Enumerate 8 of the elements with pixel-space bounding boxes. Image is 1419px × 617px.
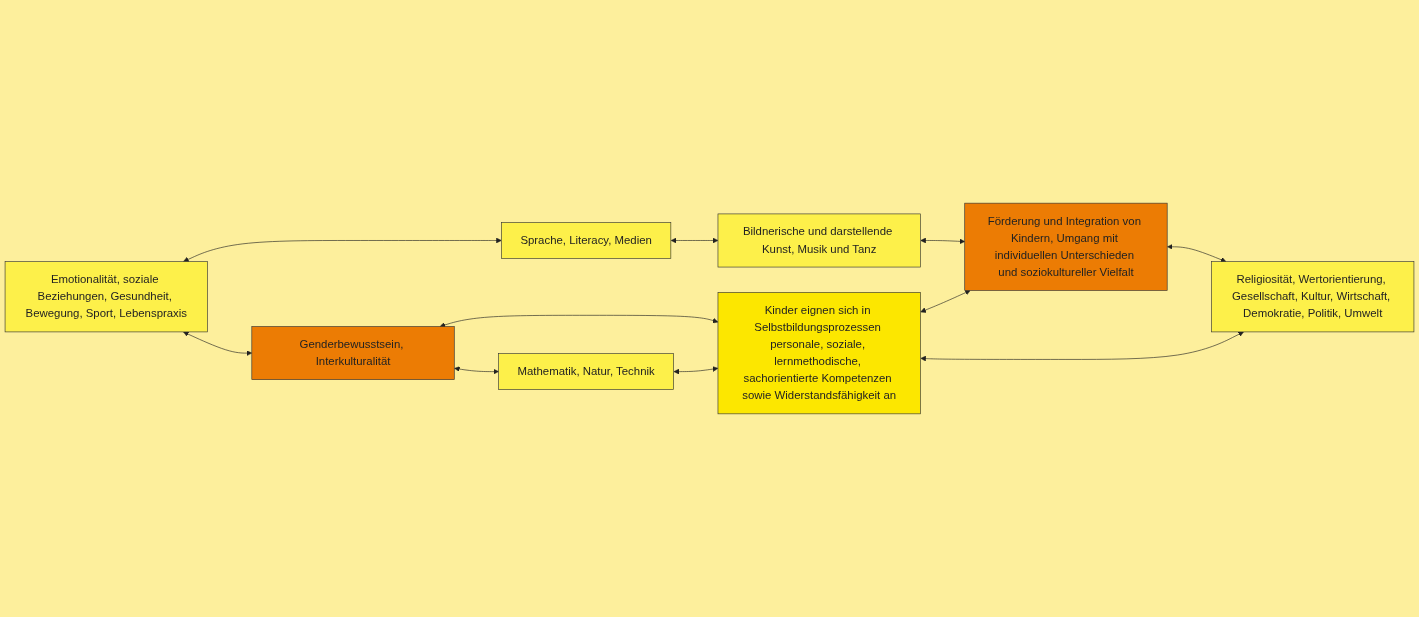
node-box: Religiosität, Wertorientierung, Gesellschaft, Kultur, Wirtschaft, Demokratie, Politik, Umwelt <box>1211 261 1415 333</box>
node-box: Sprache, Literacy, Medien <box>501 222 672 259</box>
node-box: Emotionalität, soziale Beziehungen, Gesundheit, Bewegung, Sport, Lebenspraxis <box>4 261 208 333</box>
node-box: Kinder eignen sich in Selbstbildungsprozessen personale, soziale, lernmethodische, sachorientierte Kompetenzen sowie Widerstandsfähigkeit an <box>717 292 921 415</box>
node-box: Genderbewusstsein, Interkulturalität <box>251 326 455 380</box>
node-box: Mathematik, Natur, Technik <box>498 353 674 390</box>
node-box: Förderung und Integration von Kindern, Umgang mit individuellen Unterschieden und soziokultureller Vielfalt <box>964 202 1168 291</box>
node-box: Bildnerische und darstellende Kunst, Musik und Tanz <box>717 213 921 268</box>
